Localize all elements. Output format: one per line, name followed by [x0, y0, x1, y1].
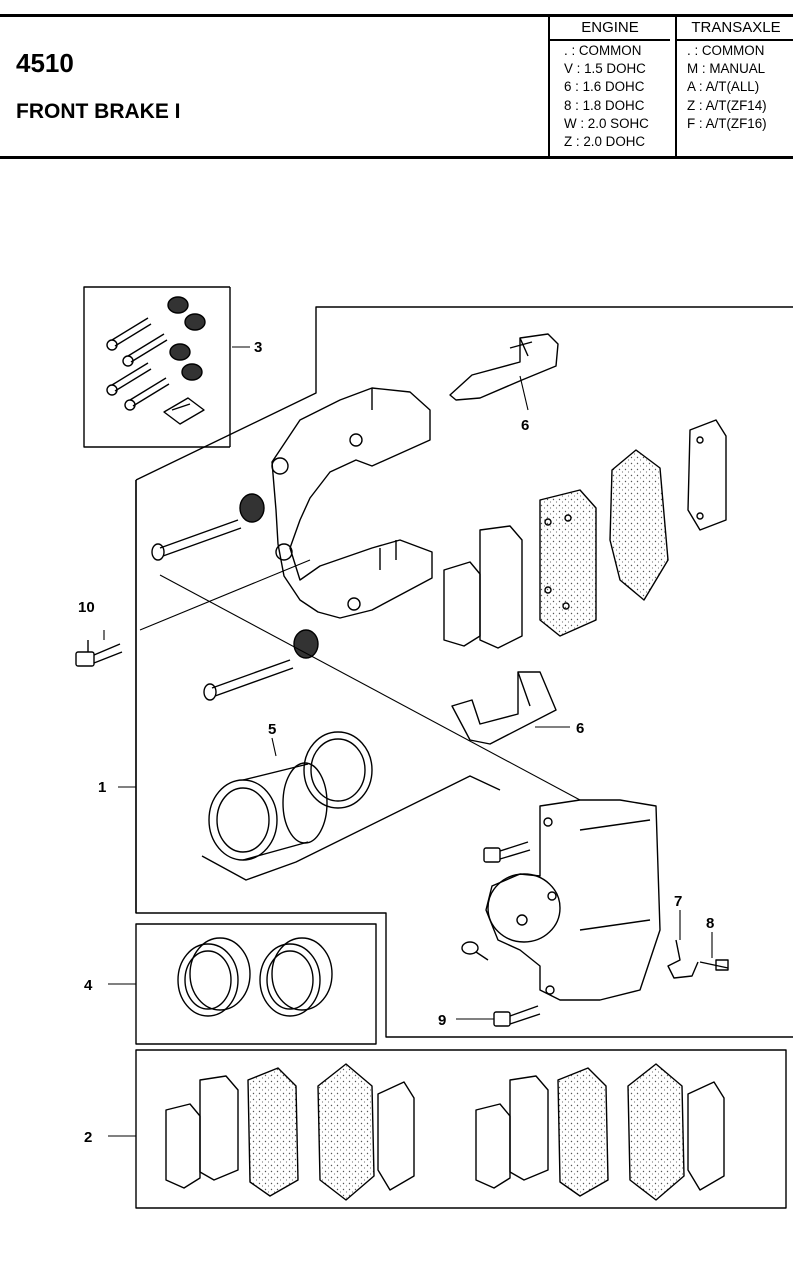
brake-hose-bracket-icon — [667, 939, 699, 979]
callout-8: 8 — [706, 915, 714, 932]
brake-pad-set-left — [165, 1063, 415, 1201]
callout-4: 4 — [84, 977, 93, 994]
pad-clip-lower-icon — [451, 671, 557, 745]
transaxle-legend: TRANSAXLE . : COMMON M : MANUAL A : A/T(… — [675, 17, 793, 156]
engine-row: Z : 2.0 DOHC — [564, 134, 646, 150]
callout-6-lower: 6 — [576, 720, 584, 737]
callout-10: 10 — [78, 599, 95, 616]
callout-3: 3 — [254, 339, 262, 356]
guide-pin-icon — [106, 317, 170, 411]
callout-9: 9 — [438, 1012, 446, 1029]
callout-1: 1 — [98, 779, 106, 796]
brake-pad-set-upper — [443, 419, 727, 649]
section-code: 4510 — [16, 48, 74, 78]
page-header: 4510 FRONT BRAKE I ENGINE . : COMMON V :… — [0, 0, 793, 160]
banjo-fitting-icon — [461, 941, 489, 961]
transaxle-row: . : COMMON — [687, 43, 765, 58]
caliper-bolt-lower-icon — [493, 1005, 541, 1027]
callout-2: 2 — [84, 1129, 92, 1146]
callout-numbers: 3 6 10 6 5 1 7 8 4 9 2 — [78, 339, 714, 1146]
caliper-body-icon — [485, 799, 661, 1001]
guide-pin-lower-icon — [203, 629, 319, 701]
leader-lines — [103, 346, 713, 1137]
engine-row: 6 : 1.6 DOHC — [564, 79, 645, 95]
engine-row: W : 2.0 SOHC — [564, 115, 649, 131]
caliper-bolt-upper-icon — [483, 841, 531, 863]
callout-7: 7 — [674, 893, 682, 910]
callout-6-upper: 6 — [521, 417, 529, 434]
seal-kit-box — [135, 923, 377, 1045]
dust-boot-icon — [167, 296, 206, 381]
engine-legend: ENGINE . : COMMON V : 1.5 DOHC 6 : 1.6 D… — [548, 17, 670, 156]
transaxle-row: Z : A/T(ZF14) — [687, 97, 767, 113]
brake-pad-set-right — [475, 1063, 725, 1201]
grease-packet-icon — [163, 397, 205, 425]
callout-5: 5 — [268, 721, 276, 738]
caliper-piston-icon — [201, 731, 501, 881]
bracket-bolt-icon — [75, 640, 123, 667]
transaxle-row: F : A/T(ZF16) — [687, 115, 767, 131]
top-rule — [0, 14, 793, 17]
pad-clip-upper-icon — [449, 333, 559, 401]
brake-pad-kit-box — [135, 1049, 787, 1209]
engine-heading: ENGINE — [550, 17, 670, 41]
section-title: FRONT BRAKE I — [16, 100, 181, 123]
transaxle-row: A : A/T(ALL) — [687, 79, 760, 95]
transaxle-heading: TRANSAXLE — [677, 17, 793, 41]
transaxle-row: M : MANUAL — [687, 61, 766, 77]
engine-row: V : 1.5 DOHC — [564, 61, 646, 77]
bleeder-screw-icon — [699, 959, 729, 971]
caliper-bracket-icon — [271, 387, 433, 619]
guide-pin-upper-icon — [151, 493, 265, 561]
engine-row: 8 : 1.8 DOHC — [564, 97, 645, 113]
guide-pin-kit-box — [83, 286, 231, 448]
caliper-assembly-outline — [135, 306, 793, 1038]
bottom-rule — [0, 156, 793, 159]
engine-row: . : COMMON — [564, 43, 642, 58]
